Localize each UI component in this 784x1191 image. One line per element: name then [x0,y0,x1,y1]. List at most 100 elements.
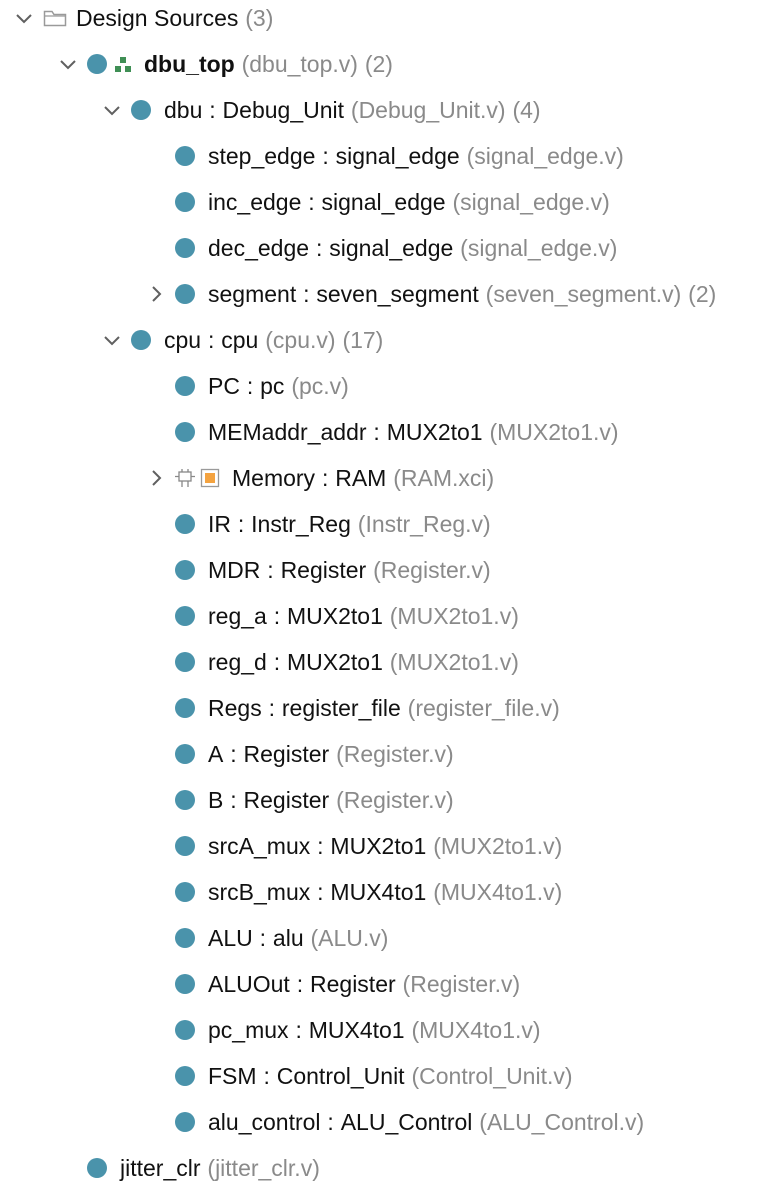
chevron-down-icon[interactable] [102,87,122,133]
status-dot [175,284,195,304]
separator: : [296,970,304,997]
instance-name: dec_edge [208,234,310,261]
chevron-right-icon[interactable] [146,455,166,501]
tree-item-label: B:Register(Register.v) [208,777,454,823]
tree-item-label: A:Register(Register.v) [208,731,454,777]
tree-row-mdr[interactable]: MDR:Register(Register.v) [0,547,784,593]
status-dot [131,330,151,350]
separator: : [303,280,310,307]
source-file: (Instr_Reg.v) [357,510,491,537]
instance-name: ALUOut [208,970,290,997]
tree-row-reg-d[interactable]: reg_d:MUX2to1(MUX2to1.v) [0,639,784,685]
tree-row-reg-a[interactable]: reg_a:MUX2to1(MUX2to1.v) [0,593,784,639]
instance-name: PC [208,372,240,399]
child-count: (4) [512,96,541,123]
instance-name: dbu [164,96,203,123]
tree-row-segment[interactable]: segment:seven_segment(seven_segment.v)(2… [0,271,784,317]
module-name: Debug_Unit [222,96,345,123]
module-status-icon [175,271,195,317]
status-dot [175,238,195,258]
tree-row-pc[interactable]: PC:pc(pc.v) [0,363,784,409]
tree-row-cpu[interactable]: cpu:cpu(cpu.v)(17) [0,317,784,363]
instance-name: MDR [208,556,261,583]
module-status-icon [175,1053,195,1099]
separator: : [317,832,324,859]
tree-row-aluout[interactable]: ALUOut:Register(Register.v) [0,961,784,1007]
tree-row-step-edge[interactable]: step_edge:signal_edge(signal_edge.v) [0,133,784,179]
tree-item-label: reg_d:MUX2to1(MUX2to1.v) [208,639,519,685]
status-dot [175,974,195,994]
source-file: (Register.v) [373,556,491,583]
source-file: (MUX2to1.v) [433,832,563,859]
tree-row-memory[interactable]: Memory:RAM(RAM.xci) [0,455,784,501]
instance-name: srcB_mux [208,878,311,905]
module-status-icon [175,225,195,271]
tree-row-ir[interactable]: IR:Instr_Reg(Instr_Reg.v) [0,501,784,547]
chevron-down-icon[interactable] [102,317,122,363]
separator: : [308,188,315,215]
module-status-icon [175,1099,195,1145]
source-file: (dbu_top.v) [241,50,358,77]
tree-row-regs[interactable]: Regs:register_file(register_file.v) [0,685,784,731]
tree-item-label: MEMaddr_addr:MUX2to1(MUX2to1.v) [208,409,619,455]
instance-name: cpu [164,326,202,353]
tree-item-label: dbu:Debug_Unit(Debug_Unit.v)(4) [164,87,541,133]
separator: : [321,464,329,491]
source-file: (MUX4to1.v) [411,1016,541,1043]
tree-row-jitter-clr[interactable]: jitter_clr(jitter_clr.v) [0,1145,784,1191]
source-file: (signal_edge.v) [452,188,610,215]
separator: : [209,96,216,123]
module-name: signal_edge [329,234,454,261]
status-dot [87,1158,107,1178]
tree-row-fsm[interactable]: FSM:Control_Unit(Control_Unit.v) [0,1053,784,1099]
tree-row-srca-mux[interactable]: srcA_mux:MUX2to1(MUX2to1.v) [0,823,784,869]
memory-icon [200,455,220,501]
tree-row-alu-control[interactable]: alu_control:ALU_Control(ALU_Control.v) [0,1099,784,1145]
instance-name: MEMaddr_addr [208,418,367,445]
chevron-down-icon[interactable] [14,0,34,41]
tree-row-pc-mux[interactable]: pc_mux:MUX4to1(MUX4to1.v) [0,1007,784,1053]
folder-name: Design Sources [76,4,239,31]
tree-row-memaddr-addr[interactable]: MEMaddr_addr:MUX2to1(MUX2to1.v) [0,409,784,455]
tree-row-dbu[interactable]: dbu:Debug_Unit(Debug_Unit.v)(4) [0,87,784,133]
source-file: (jitter_clr.v) [207,1154,320,1181]
tree-row-b[interactable]: B:Register(Register.v) [0,777,784,823]
instance-name: Memory [232,464,316,491]
source-file: (cpu.v) [265,326,336,353]
instance-name: srcA_mux [208,832,311,859]
tree-row-dec-edge[interactable]: dec_edge:signal_edge(signal_edge.v) [0,225,784,271]
instance-name: jitter_clr [120,1154,201,1181]
status-dot [175,560,195,580]
module-name: Instr_Reg [251,510,351,537]
module-status-icon [175,685,195,731]
tree-row-alu[interactable]: ALU:alu(ALU.v) [0,915,784,961]
module-name: MUX2to1 [386,418,483,445]
separator: : [267,556,274,583]
module-name: register_file [281,694,401,721]
source-file: (register_file.v) [407,694,560,721]
tree-item-label: srcA_mux:MUX2to1(MUX2to1.v) [208,823,562,869]
module-status-icon [131,317,151,363]
source-file: (MUX4to1.v) [433,878,563,905]
tree-row-inc-edge[interactable]: inc_edge:signal_edge(signal_edge.v) [0,179,784,225]
separator: : [230,740,237,767]
tree-item-label: alu_control:ALU_Control(ALU_Control.v) [208,1099,644,1145]
module-status-icon [175,409,195,455]
tree-row-a[interactable]: A:Register(Register.v) [0,731,784,777]
tree-item-label: PC:pc(pc.v) [208,363,349,409]
instance-name: A [208,740,224,767]
chevron-right-icon[interactable] [146,271,166,317]
tree-row-srcb-mux[interactable]: srcB_mux:MUX4to1(MUX4to1.v) [0,869,784,915]
tree-item-label: jitter_clr(jitter_clr.v) [120,1145,320,1191]
module-status-icon [131,87,151,133]
source-file: (Debug_Unit.v) [350,96,506,123]
module-status-icon [175,915,195,961]
source-file: (Register.v) [402,970,521,997]
tree-row-design-sources[interactable]: Design Sources (3) [0,0,784,41]
module-name: signal_edge [335,142,460,169]
chevron-down-icon[interactable] [58,41,78,87]
instance-name: reg_a [208,602,267,629]
tree-row-dbu-top[interactable]: dbu_top(dbu_top.v)(2) [0,41,784,87]
status-dot [175,836,195,856]
separator: : [327,1108,334,1135]
